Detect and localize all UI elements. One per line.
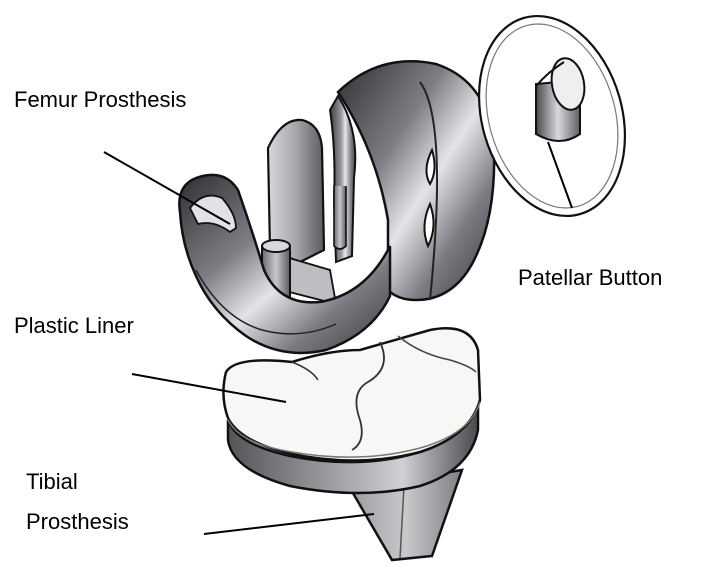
femur-prosthesis-label: Femur Prosthesis	[14, 86, 186, 114]
patellar-button-label: Patellar Button	[518, 264, 662, 292]
femoral-component	[179, 61, 494, 353]
plastic-liner-label: Plastic Liner	[14, 312, 134, 340]
tibial-prosthesis-label-line2: Prosthesis	[26, 508, 129, 536]
plastic-liner	[223, 328, 480, 460]
tibial-leader-line	[204, 514, 374, 534]
tibial-prosthesis-label-line1: Tibial	[26, 468, 78, 496]
